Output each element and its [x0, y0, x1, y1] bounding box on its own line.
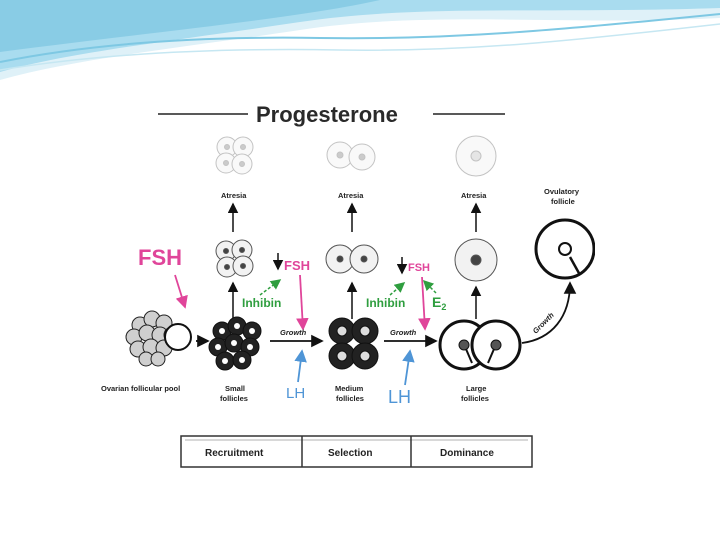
- ovulatory-follicle: [534, 218, 595, 280]
- small-label-line2: follicles: [220, 394, 248, 403]
- inhibin-arrow-1: [259, 279, 282, 296]
- small-follicles-oocytes: [215, 323, 255, 364]
- ovulatory-label-line1: Ovulatory: [544, 187, 580, 196]
- e2-subscript: 2: [441, 302, 446, 312]
- arrow-large-to-ovulatory: [521, 281, 577, 344]
- fsh-main-arrow: [174, 274, 188, 309]
- phase-selection: Selection: [328, 448, 372, 459]
- lh-arrow-1: [294, 349, 307, 383]
- medium-label-line2: follicles: [336, 394, 364, 403]
- fsh-third-arrow: [418, 276, 431, 331]
- lh-arrow-2: [402, 349, 415, 386]
- atresia-label-1: Atresia: [221, 191, 247, 200]
- growth-label-2: Growth: [390, 328, 417, 337]
- growth-label-3: Growth: [531, 310, 556, 335]
- inhibin-label-2: Inhibin: [366, 296, 405, 310]
- phase-recruitment: Recruitment: [205, 448, 264, 459]
- phase-dominance: Dominance: [440, 448, 494, 459]
- diagram-title: Progesterone: [256, 102, 398, 127]
- small-label-line1: Small: [225, 384, 245, 393]
- folliculogenesis-diagram: Progesterone Atresia Atresia Atresia Ovu…: [100, 97, 595, 472]
- pool-recruited-follicle: [164, 323, 192, 351]
- medium-follicles-oocytes: [336, 325, 371, 362]
- atretic-follicles-medium: [326, 141, 376, 171]
- slide-header-waves: [0, 0, 720, 80]
- pool-label: Ovarian follicular pool: [101, 384, 180, 393]
- middle-follicle-large: [454, 238, 498, 282]
- e2-base: E: [432, 294, 441, 310]
- inhibin-arrow-2: [389, 282, 406, 296]
- large-follicles: [438, 319, 522, 371]
- middle-follicles-small: [215, 239, 254, 278]
- middle-follicles-medium: [325, 244, 379, 274]
- inhibin-label-1: Inhibin: [242, 296, 281, 310]
- atresia-label-2: Atresia: [338, 191, 364, 200]
- large-label-line2: follicles: [461, 394, 489, 403]
- lh-label-1: LH: [286, 385, 305, 402]
- large-label-line1: Large: [466, 384, 486, 393]
- lh-label-2: LH: [388, 387, 411, 407]
- ovulatory-label-line2: follicle: [551, 197, 575, 206]
- e2-arrow: [422, 279, 437, 294]
- fsh-second-arrow: [296, 274, 309, 331]
- atretic-follicle-large: [455, 135, 497, 177]
- fsh-second-label: FSH: [284, 258, 310, 273]
- medium-follicles-cluster: [328, 317, 379, 370]
- atresia-label-3: Atresia: [461, 191, 487, 200]
- medium-label-line1: Medium: [335, 384, 364, 393]
- atretic-follicles-small: [215, 136, 254, 175]
- phase-bar: [180, 435, 533, 468]
- fsh-main-label: FSH: [138, 245, 182, 270]
- e2-label: E2: [432, 294, 446, 312]
- growth-label-1: Growth: [280, 328, 307, 337]
- fsh-third-label: FSH: [408, 262, 430, 274]
